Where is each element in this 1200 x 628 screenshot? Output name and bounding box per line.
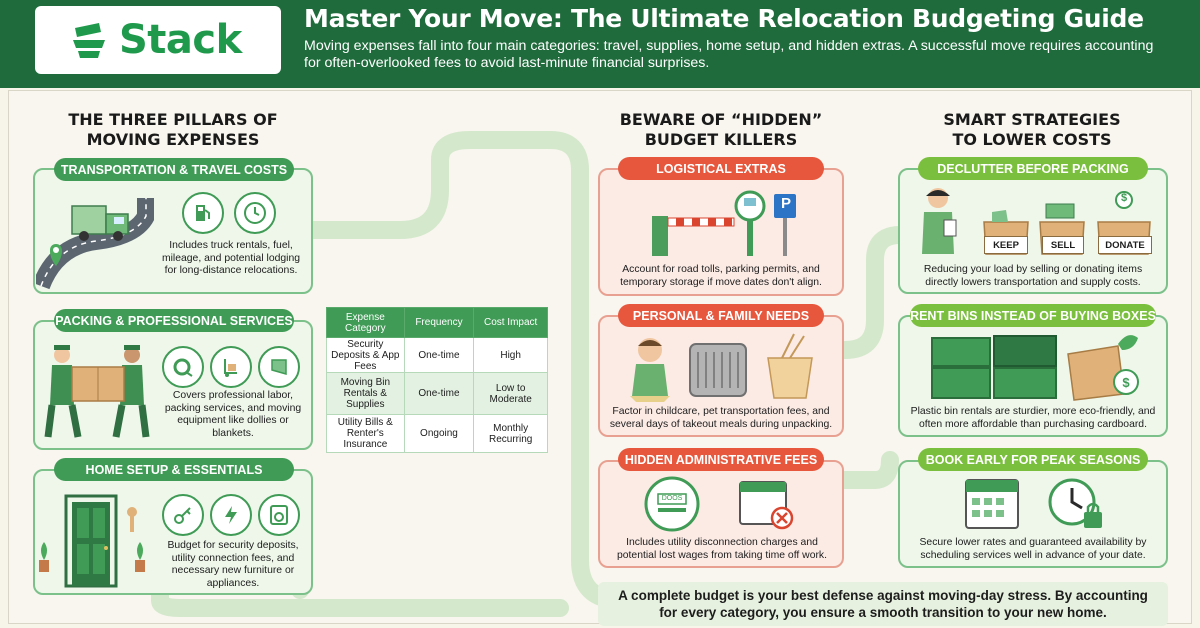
table-cell: Moving Bin Rentals & Supplies: [326, 372, 405, 415]
text-transportation: Includes truck rentals, fuel, mileage, a…: [161, 240, 301, 276]
table-cell: Utility Bills & Renter's Insurance: [326, 414, 405, 453]
table-cell: One-time: [403, 372, 475, 415]
table-cell: Monthly Recurring: [473, 414, 548, 453]
clock-icon: [234, 192, 276, 234]
table-cell: Low to Moderate: [473, 372, 548, 415]
table-cell: Ongoing: [403, 414, 475, 453]
label-packing: PACKING & PROFESSIONAL SERVICES: [54, 309, 294, 332]
parking-sign-letter: P: [780, 195, 791, 212]
text-administrative: Includes utility disconnection charges a…: [616, 537, 828, 561]
meter-text: DOOS: [661, 495, 683, 502]
label-personal: PERSONAL & FAMILY NEEDS: [618, 304, 824, 327]
clock-lock-icon: [1048, 478, 1102, 528]
label-declutter: DECLUTTER BEFORE PACKING: [918, 157, 1148, 180]
table-header-row: Expense Category Frequency Cost Impact: [326, 307, 548, 338]
label-transportation: TRANSPORTATION & TRAVEL COSTS: [54, 158, 294, 181]
gas-pump-icon: [182, 192, 224, 234]
blanket-icon: [258, 346, 300, 388]
table-row: Moving Bin Rentals & Supplies One-time L…: [326, 372, 548, 415]
logo-text: Stack: [119, 17, 242, 63]
table-row: Utility Bills & Renter's Insurance Ongoi…: [326, 414, 548, 453]
header-banner: Stack Master Your Move: The Ultimate Rel…: [0, 0, 1200, 88]
family-needs-illustration: [630, 333, 813, 402]
footer-summary: A complete budget is your best defense a…: [598, 582, 1168, 626]
card-logistical: [598, 168, 844, 296]
bins-illustration: [931, 335, 1139, 401]
text-logistical: Account for road tolls, parking permits,…: [620, 264, 822, 288]
movers-illustration: [44, 345, 150, 438]
label-home-setup: HOME SETUP & ESSENTIALS: [54, 458, 294, 481]
text-rent-bins: Plastic bin rentals are sturdier, more e…: [910, 406, 1156, 430]
dolly-icon: [210, 346, 252, 388]
table-cell: One-time: [403, 337, 475, 373]
table-header: Cost Impact: [473, 307, 548, 338]
label-logistical: LOGISTICAL EXTRAS: [618, 157, 824, 180]
door-illustration: [39, 494, 145, 588]
hidden-title: BEWARE OF “HIDDEN” BUDGET KILLERS: [619, 110, 823, 149]
logo[interactable]: Stack: [35, 6, 281, 74]
label-book-early: BOOK EARLY FOR PEAK SEASONS: [918, 448, 1148, 471]
dollar-sign: $: [1120, 192, 1128, 204]
toll-gate-illustration: [652, 190, 796, 256]
expense-table: Expense Category Frequency Cost Impact S…: [326, 307, 548, 453]
smart-title: SMART STRATEGIES TO LOWER COSTS: [943, 110, 1121, 149]
page-title: Master Your Move: The Ultimate Relocatio…: [304, 4, 1144, 33]
text-home-setup: Budget for security deposits, utility co…: [167, 540, 299, 589]
admin-fees-illustration: [644, 476, 794, 532]
key-icon: [162, 494, 204, 536]
lightning-icon: [210, 494, 252, 536]
tag-keep: KEEP: [984, 236, 1028, 254]
declutter-illustration: [922, 188, 1151, 255]
pillars-title: THE THREE PILLARS OF MOVING EXPENSES: [68, 110, 278, 149]
table-row: Security Deposits & App Fees One-time Hi…: [326, 337, 548, 373]
label-administrative: HIDDEN ADMINISTRATIVE FEES: [618, 448, 824, 471]
table-cell: High: [473, 337, 548, 373]
tape-icon: [162, 346, 204, 388]
text-packing: Covers professional labor, packing servi…: [164, 390, 302, 439]
table-header: Expense Category: [326, 307, 405, 338]
table-cell: Security Deposits & App Fees: [326, 337, 405, 373]
washer-icon: [258, 494, 300, 536]
tag-sell: SELL: [1042, 236, 1084, 254]
text-declutter: Reducing your load by selling or donatin…: [923, 264, 1143, 288]
label-rent-bins: RENT BINS INSTEAD OF BUYING BOXES: [910, 304, 1156, 327]
page-subtitle: Moving expenses fall into four main cate…: [304, 38, 1154, 71]
calendar-icon: [965, 479, 1019, 529]
dollar-sign: $: [1122, 375, 1130, 390]
tag-donate: DONATE: [1098, 236, 1152, 254]
stack-logo-icon: [73, 23, 105, 58]
road-truck-illustration: [36, 198, 154, 290]
text-book-early: Secure lower rates and guaranteed availa…: [919, 537, 1147, 561]
text-personal: Factor in childcare, pet transportation …: [609, 406, 833, 430]
table-header: Frequency: [403, 307, 475, 338]
